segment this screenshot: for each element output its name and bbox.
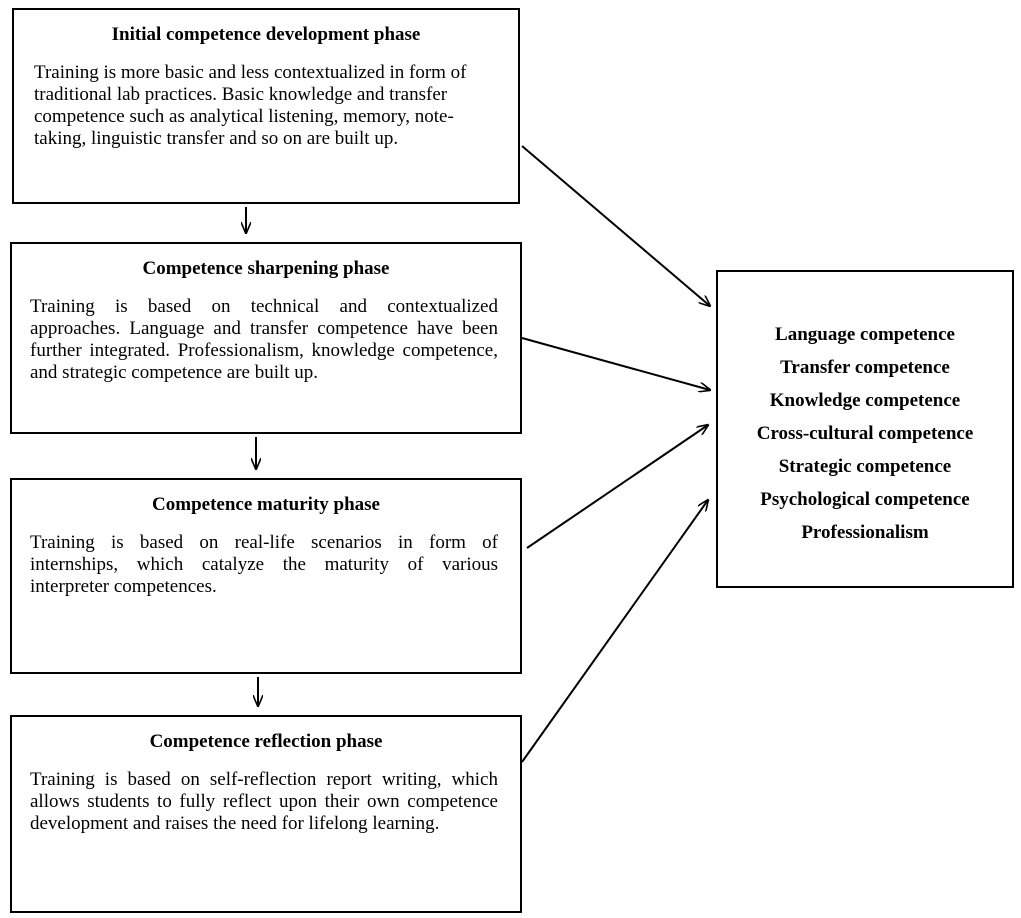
- phase-description: Training is more basic and less contextu…: [34, 62, 467, 149]
- competence-item: Knowledge competence: [769, 390, 961, 411]
- phase-box-reflection: Competence reflection phase Training is …: [10, 715, 522, 913]
- phase-box-initial: Initial competence development phase Tra…: [12, 8, 520, 204]
- competence-item: Cross-cultural competence: [756, 423, 974, 444]
- phase-description: Training is based on real-life scenarios…: [30, 532, 498, 597]
- competence-item: Strategic competence: [778, 456, 952, 477]
- competences-box: Language competence Transfer competence …: [716, 270, 1014, 588]
- competence-item: Language competence: [775, 324, 955, 345]
- competence-item: Psychological competence: [760, 489, 970, 510]
- phase-title: Competence sharpening phase: [142, 258, 390, 279]
- phase-title: Competence reflection phase: [149, 731, 383, 752]
- arrow-phase3-to-competences: [526, 425, 708, 549]
- phase-box-sharpening: Competence sharpening phase Training is …: [10, 242, 522, 434]
- competence-item: Transfer competence: [780, 357, 950, 378]
- competence-item: Professionalism: [801, 522, 929, 543]
- phase-box-maturity: Competence maturity phase Training is ba…: [10, 478, 522, 674]
- phase-title: Competence maturity phase: [152, 494, 380, 515]
- phase-title: Initial competence development phase: [111, 24, 421, 45]
- phase-description: Training is based on technical and conte…: [30, 296, 498, 383]
- arrow-phase4-to-competences: [521, 500, 708, 763]
- phase-description: Training is based on self-reflection rep…: [30, 769, 498, 834]
- arrow-phase2-to-competences: [521, 337, 710, 390]
- arrow-phase1-to-competences: [521, 145, 710, 306]
- competence-list: Language competence Transfer competence …: [718, 272, 1012, 549]
